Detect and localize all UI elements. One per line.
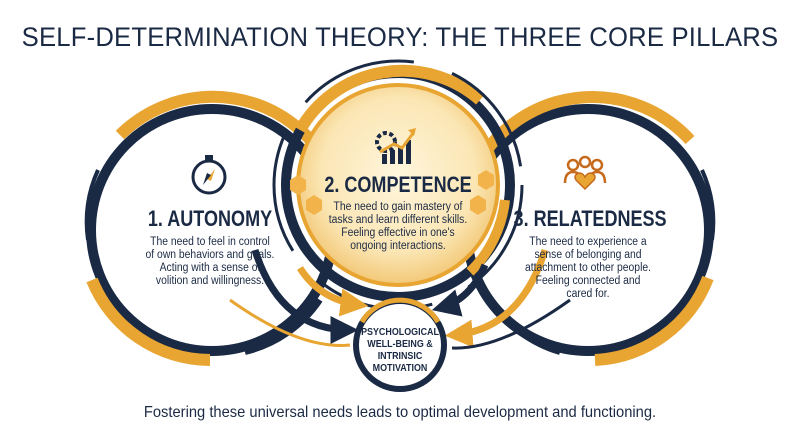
competence-description: The need to gain mastery of tasks and le… [326, 201, 470, 253]
wellbeing-line: MOTIVATION [372, 362, 428, 374]
relatedness-desc-line: Feeling connected and [535, 275, 641, 287]
competence-desc-line: tasks and learn different skills. [328, 214, 468, 226]
gear-growth-chart-icon [375, 128, 416, 164]
wellbeing-label: PSYCHOLOGICAL WELL-BEING & INTRINSIC MOT… [355, 326, 445, 374]
autonomy-title: 1. AUTONOMY [147, 206, 273, 231]
page-title: SELF-DETERMINATION THEORY: THE THREE COR… [21, 22, 779, 52]
competence-ring [272, 59, 524, 311]
footer-caption: Fostering these universal needs leads to… [143, 404, 657, 421]
wellbeing-node [353, 297, 447, 392]
relatedness-description: The need to experience a sense of belong… [516, 236, 660, 301]
wellbeing-line: WELL-BEING & [367, 338, 433, 350]
relatedness-desc-line: sense of belonging and [534, 249, 642, 261]
flow-arrows [229, 248, 571, 350]
competence-desc-line: The need to gain mastery of [333, 201, 463, 213]
competence-desc-line: Feeling effective in one's [341, 227, 455, 239]
autonomy-description: The need to feel in control of own behav… [140, 236, 280, 288]
compass-icon [191, 155, 227, 195]
relatedness-desc-line: The need to experience a [529, 236, 647, 248]
competence-title: 2. COMPETENCE [324, 172, 472, 197]
relatedness-title: 3. RELATEDNESS [513, 206, 667, 231]
wellbeing-line: INTRINSIC [377, 350, 423, 362]
autonomy-desc-line: of own behaviors and goals. [145, 249, 275, 261]
autonomy-desc-line: volition and willingness. [155, 275, 265, 287]
autonomy-desc-line: Acting with a sense of [159, 262, 261, 274]
relatedness-desc-line: attachment to other people. [524, 262, 651, 274]
competence-desc-line: ongoing interactions. [350, 240, 446, 252]
wellbeing-line: PSYCHOLOGICAL [361, 326, 439, 338]
people-heart-icon [563, 155, 607, 191]
relatedness-desc-line: cared for. [566, 288, 610, 300]
autonomy-desc-line: The need to feel in control [150, 236, 270, 248]
